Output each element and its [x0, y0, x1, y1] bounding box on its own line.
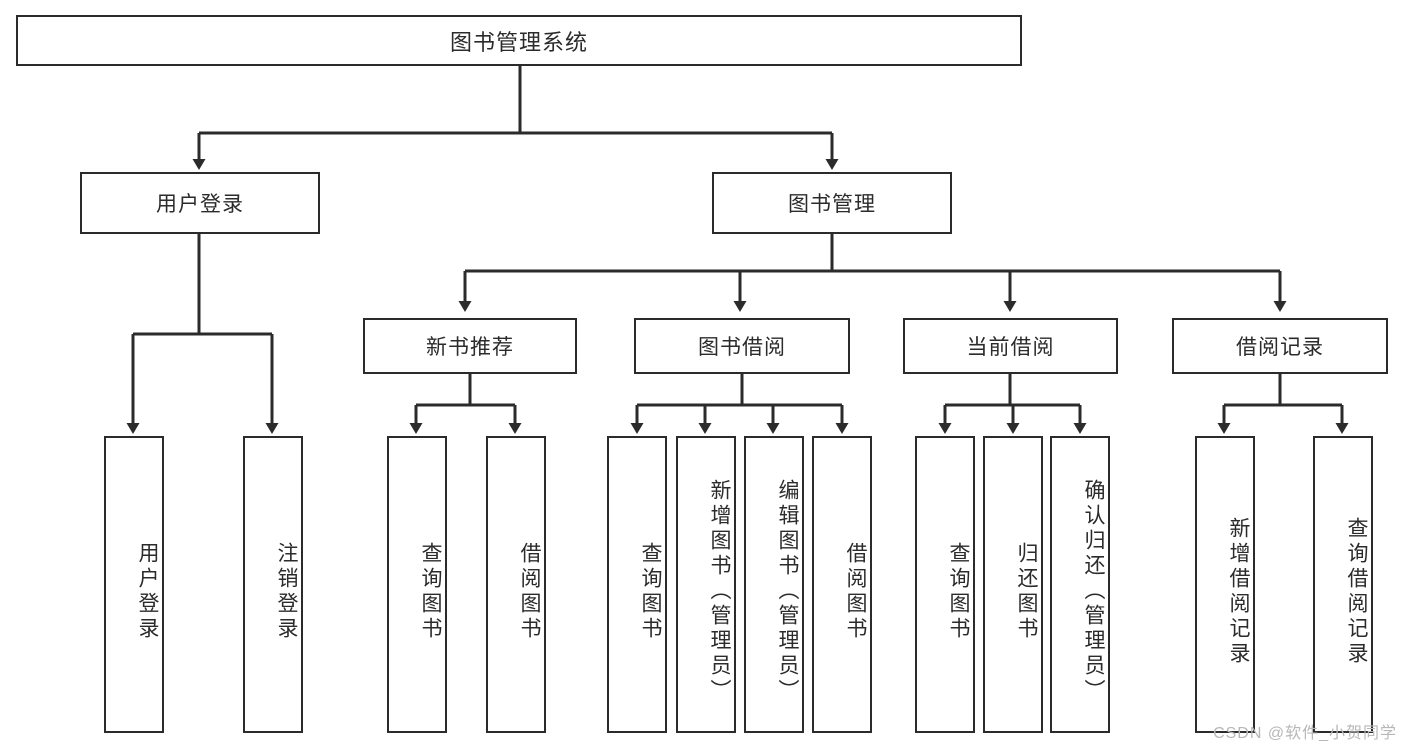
node-current-borrow[interactable]: 当前借阅 [903, 318, 1118, 374]
leaf-return-book[interactable]: 归还图书 [983, 436, 1043, 733]
leaf-borrow-book[interactable]: 借阅图书 [812, 436, 872, 733]
node-root-system[interactable]: 图书管理系统 [16, 15, 1022, 66]
leaf-add-borrow-record[interactable]: 新增借阅记录 [1195, 436, 1255, 733]
leaf-query-book-borrow[interactable]: 查询图书 [607, 436, 667, 733]
node-book-management[interactable]: 图书管理 [712, 172, 952, 234]
node-borrow-records[interactable]: 借阅记录 [1172, 318, 1388, 374]
leaf-borrow-book-rec[interactable]: 借阅图书 [486, 436, 546, 733]
leaf-confirm-return-admin[interactable]: 确认归还（管理员） [1050, 436, 1110, 733]
node-new-book-recommend[interactable]: 新书推荐 [363, 318, 577, 374]
node-book-borrow[interactable]: 图书借阅 [634, 318, 850, 374]
leaf-edit-book-admin[interactable]: 编辑图书（管理员） [744, 436, 804, 733]
leaf-query-book-current[interactable]: 查询图书 [915, 436, 975, 733]
leaf-user-login[interactable]: 用户登录 [104, 436, 164, 733]
leaf-add-book-admin[interactable]: 新增图书（管理员） [676, 436, 736, 733]
leaf-logout[interactable]: 注销登录 [243, 436, 303, 733]
leaf-query-book-rec[interactable]: 查询图书 [387, 436, 447, 733]
leaf-query-borrow-record[interactable]: 查询借阅记录 [1313, 436, 1373, 733]
node-user-login[interactable]: 用户登录 [80, 172, 320, 234]
